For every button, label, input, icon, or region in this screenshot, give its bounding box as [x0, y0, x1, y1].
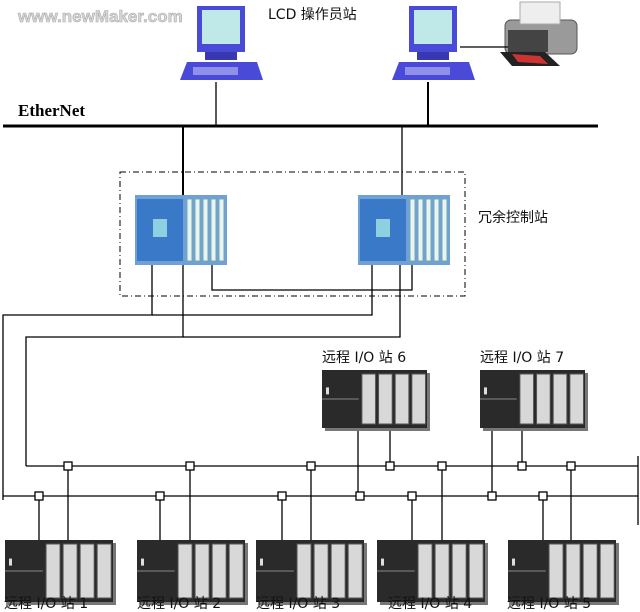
- io-station-3-label: 远程 I/O 站 3: [256, 596, 340, 612]
- bus-connector-lower: [407, 491, 417, 501]
- bus-connector-upper: [306, 461, 316, 471]
- io-module: [228, 543, 244, 599]
- plc2-bus-b-link: [183, 265, 401, 338]
- led: [512, 558, 515, 566]
- monitor-screen: [414, 10, 452, 44]
- io-module: [565, 543, 581, 599]
- monitor-screen: [202, 10, 240, 44]
- io-station-6-label: 远程 I/O 站 6: [322, 350, 406, 366]
- led: [9, 558, 12, 566]
- io-module: [434, 543, 450, 599]
- io-module: [519, 373, 535, 425]
- bus-connector-upper: [437, 461, 447, 471]
- operator-station-label: LCD 操作员站: [268, 7, 357, 23]
- io-module: [536, 373, 551, 425]
- io-module: [177, 543, 193, 599]
- io-module: [347, 543, 363, 599]
- io-module: [296, 543, 312, 599]
- redundant-controller-box: [119, 171, 466, 297]
- operator-pc-1[interactable]: [180, 6, 263, 80]
- cpu-display: [153, 219, 167, 237]
- keys: [193, 67, 238, 75]
- sync-link: [211, 265, 413, 291]
- led: [326, 387, 329, 395]
- bus-connector-lower: [355, 491, 365, 501]
- ethernet-label: EtherNet: [18, 101, 85, 120]
- controller-plc-2[interactable]: [358, 195, 450, 265]
- io-module: [211, 543, 227, 599]
- remote-io-station-4[interactable]: [377, 540, 488, 605]
- led: [484, 387, 487, 395]
- led: [141, 558, 144, 566]
- remote-io-station-7[interactable]: [480, 370, 588, 431]
- io-module: [202, 198, 209, 262]
- keys: [405, 67, 450, 75]
- io-module: [599, 543, 615, 599]
- plc-bus-a-link: [2, 265, 153, 500]
- bus-connector-lower: [34, 491, 44, 501]
- io-module: [569, 373, 584, 425]
- io-module: [194, 198, 201, 262]
- remote-io-station-3[interactable]: [256, 540, 367, 605]
- io-station-7-label: 远程 I/O 站 7: [480, 350, 564, 366]
- io-module: [451, 543, 467, 599]
- io-module: [361, 373, 377, 425]
- io-module: [411, 373, 427, 425]
- io-module: [425, 198, 432, 262]
- bus-connector-upper: [517, 461, 527, 471]
- bus-connector-upper: [385, 461, 395, 471]
- io-module: [45, 543, 61, 599]
- bus-connector-lower: [487, 491, 497, 501]
- io-module: [96, 543, 112, 599]
- io-module: [417, 198, 424, 262]
- bus-connector-lower: [277, 491, 287, 501]
- bus-connector-lower: [538, 491, 548, 501]
- io-module: [394, 373, 410, 425]
- io-module: [79, 543, 95, 599]
- led: [381, 558, 384, 566]
- remote-io-station-1[interactable]: [5, 540, 116, 605]
- io-module: [552, 373, 568, 425]
- controller-plc-1[interactable]: [135, 195, 227, 265]
- io-module: [548, 543, 564, 599]
- watermark: www.newMaker.com: [17, 7, 183, 26]
- io-module: [210, 198, 217, 262]
- printer-icon[interactable]: [500, 1, 578, 66]
- io-station-2-label: 远程 I/O 站 2: [137, 596, 221, 612]
- io-module: [330, 543, 346, 599]
- remote-io-station-2[interactable]: [137, 540, 248, 605]
- monitor-stand: [205, 52, 237, 60]
- io-module: [218, 198, 225, 262]
- io-station-5-label: 远程 I/O 站 5: [507, 596, 591, 612]
- bus-connector-lower: [155, 491, 165, 501]
- operator-pc-2[interactable]: [392, 6, 475, 80]
- io-module: [194, 543, 210, 599]
- cpu-display: [376, 219, 390, 237]
- io-module: [582, 543, 598, 599]
- remote-io-station-6[interactable]: [322, 370, 430, 431]
- bus-connector-upper: [63, 461, 73, 471]
- bus-connector-upper: [185, 461, 195, 471]
- io-module: [313, 543, 329, 599]
- bus-connector-upper: [566, 461, 576, 471]
- plc-bus-b-link: [25, 265, 184, 466]
- led: [260, 558, 263, 566]
- io-station-4-label: 远程 I/O 站 4: [388, 596, 472, 612]
- io-module: [433, 198, 440, 262]
- io-module: [441, 198, 448, 262]
- monitor-stand: [417, 52, 449, 60]
- io-module: [378, 373, 393, 425]
- io-module: [468, 543, 484, 599]
- io-station-1-label: 远程 I/O 站 1: [4, 596, 88, 612]
- io-module: [186, 198, 193, 262]
- io-module: [62, 543, 78, 599]
- io-module: [417, 543, 433, 599]
- plc2-bus-a-link: [152, 265, 373, 316]
- redundant-controller-label: 冗余控制站: [478, 209, 548, 226]
- remote-io-station-5[interactable]: [508, 540, 619, 605]
- io-module: [409, 198, 416, 262]
